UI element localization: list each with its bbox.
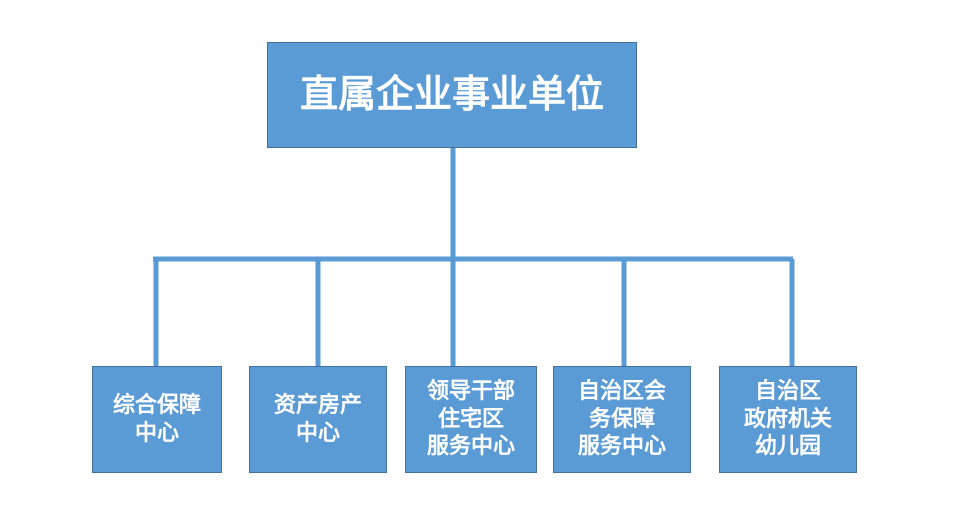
child-node-1: 综合保障 中心 xyxy=(92,366,222,473)
child-node-label: 自治区 政府机关 幼儿园 xyxy=(743,378,832,460)
child-node-label: 领导干部 住宅区 服务中心 xyxy=(426,378,515,460)
root-node-label: 直属企业事业单位 xyxy=(299,72,604,117)
child-node-3: 领导干部 住宅区 服务中心 xyxy=(405,366,537,473)
child-node-label: 综合保障 中心 xyxy=(112,392,201,446)
child-node-label: 资产房产 中心 xyxy=(273,392,362,446)
child-node-2: 资产房产 中心 xyxy=(249,366,387,473)
child-node-label: 自治区会 务保障 服务中心 xyxy=(577,378,666,460)
root-node: 直属企业事业单位 xyxy=(267,42,637,148)
child-node-4: 自治区会 务保障 服务中心 xyxy=(553,366,691,473)
child-node-5: 自治区 政府机关 幼儿园 xyxy=(719,366,857,473)
